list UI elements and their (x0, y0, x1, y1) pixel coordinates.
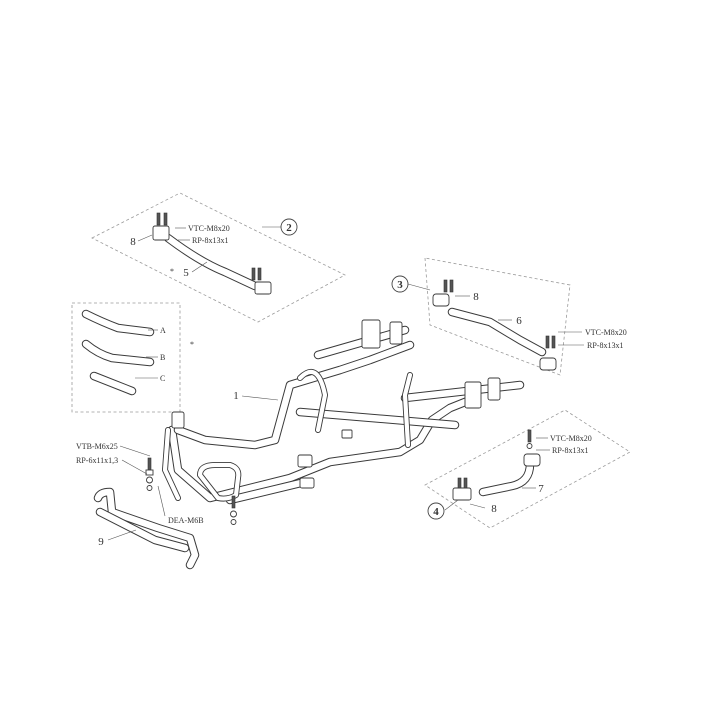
callout-8-group-2: 8 (130, 236, 136, 248)
group-3-bolt-label: VTC-M8x20 (585, 328, 627, 337)
asterisk-variants: * (190, 340, 194, 349)
callout-8-group-3: 8 (473, 291, 479, 303)
leader-lines (107, 226, 584, 541)
callout-8-group-4: 8 (491, 503, 497, 515)
callout-7: 7 (538, 483, 544, 495)
front-washer-label: RP-6x11x1,3 (76, 456, 118, 465)
callout-circle-2 (280, 218, 298, 236)
callout-circle-4 (427, 502, 445, 520)
group-4-box (424, 409, 631, 529)
variant-tubes (81, 309, 155, 396)
group-4-parts (452, 429, 541, 501)
group-3-parts (432, 279, 557, 371)
callout-9: 9 (98, 536, 104, 548)
group-3-box (424, 257, 571, 376)
group-4-washer-label: RP-8x13x1 (552, 446, 588, 455)
callout-circle-3 (391, 275, 409, 293)
front-bolt-label: VTB-M6x25 (76, 442, 118, 451)
callout-1: 1 (233, 390, 239, 402)
group-3-washer-label: RP-8x13x1 (587, 341, 623, 350)
front-nut-label: DEA-M6B (168, 516, 204, 525)
callout-3: 3 (397, 279, 403, 291)
variant-c-label: C (160, 374, 165, 383)
callout-5: 5 (183, 267, 189, 279)
group-2-washer-label: RP-8x13x1 (192, 236, 228, 245)
group-2-bolt-label: VTC-M8x20 (188, 224, 230, 233)
callout-6: 6 (516, 315, 522, 327)
front-bumper (93, 487, 200, 570)
front-bolts (145, 457, 237, 525)
callout-2: 2 (286, 222, 292, 234)
group-2-parts (152, 212, 272, 295)
group-4-bolt-label: VTC-M8x20 (550, 434, 592, 443)
variant-b-label: B (160, 353, 165, 362)
asterisk-group-2: * (170, 267, 174, 276)
callout-4: 4 (433, 506, 439, 518)
variant-a-label: A (160, 326, 166, 335)
group-2-box (91, 192, 346, 323)
main-chassis-frame (162, 319, 525, 505)
